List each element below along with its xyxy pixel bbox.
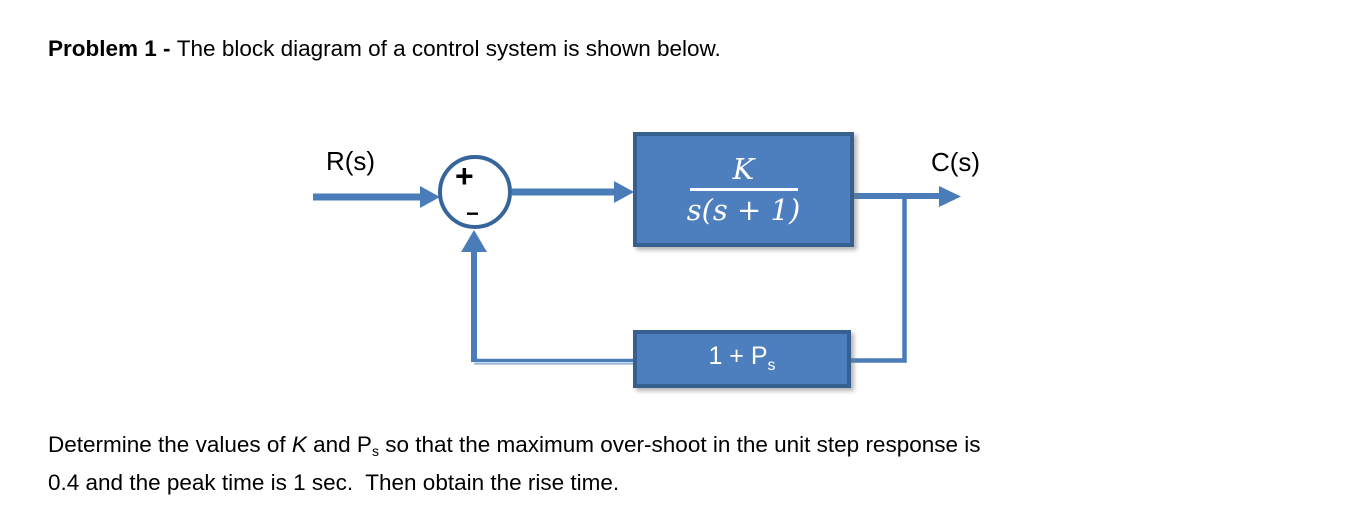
statement-k-variable: K xyxy=(291,432,307,457)
summing-minus-sign: − xyxy=(466,201,479,226)
statement-part1: Determine the values of xyxy=(48,432,292,457)
feedback-label-base: 1 + P xyxy=(708,342,768,370)
fraction-numerator: K xyxy=(732,151,755,186)
feedback-label-subscript: s xyxy=(767,357,776,374)
summing-junction xyxy=(438,155,512,229)
output-signal-label: C(s) xyxy=(931,147,981,177)
problem-statement: Determine the values of K and Ps so that… xyxy=(48,429,981,498)
problem-title-number: Problem 1 - xyxy=(48,36,177,61)
statement-p-subscript: s xyxy=(371,443,379,459)
summing-plus-sign: + xyxy=(455,158,474,194)
statement-part2: and P xyxy=(306,432,372,457)
input-arrowhead xyxy=(420,186,440,208)
output-arrowhead xyxy=(939,186,961,207)
fraction-denominator: s(s + 1) xyxy=(686,192,801,227)
problem-title-text: The block diagram of a control system is… xyxy=(176,36,721,61)
plant-transfer-function: K s(s + 1) xyxy=(687,154,801,225)
statement-line2: 0.4 and the peak time is 1 sec. Then obt… xyxy=(48,470,620,495)
problem-title: Problem 1 - The block diagram of a contr… xyxy=(48,36,721,62)
plant-block: K s(s + 1) xyxy=(633,132,854,247)
feedback-up-arrowhead xyxy=(461,230,487,252)
fraction-bar xyxy=(689,188,798,191)
feedback-block: 1 + Ps xyxy=(633,330,851,388)
statement-part3: so that the maximum over-shoot in the un… xyxy=(378,432,981,457)
feedback-transfer-function: 1 + Ps xyxy=(708,344,775,374)
sum-to-plant-arrowhead xyxy=(614,181,634,203)
branch-feedback-line xyxy=(849,198,907,363)
input-signal-label: R(s) xyxy=(326,146,376,176)
